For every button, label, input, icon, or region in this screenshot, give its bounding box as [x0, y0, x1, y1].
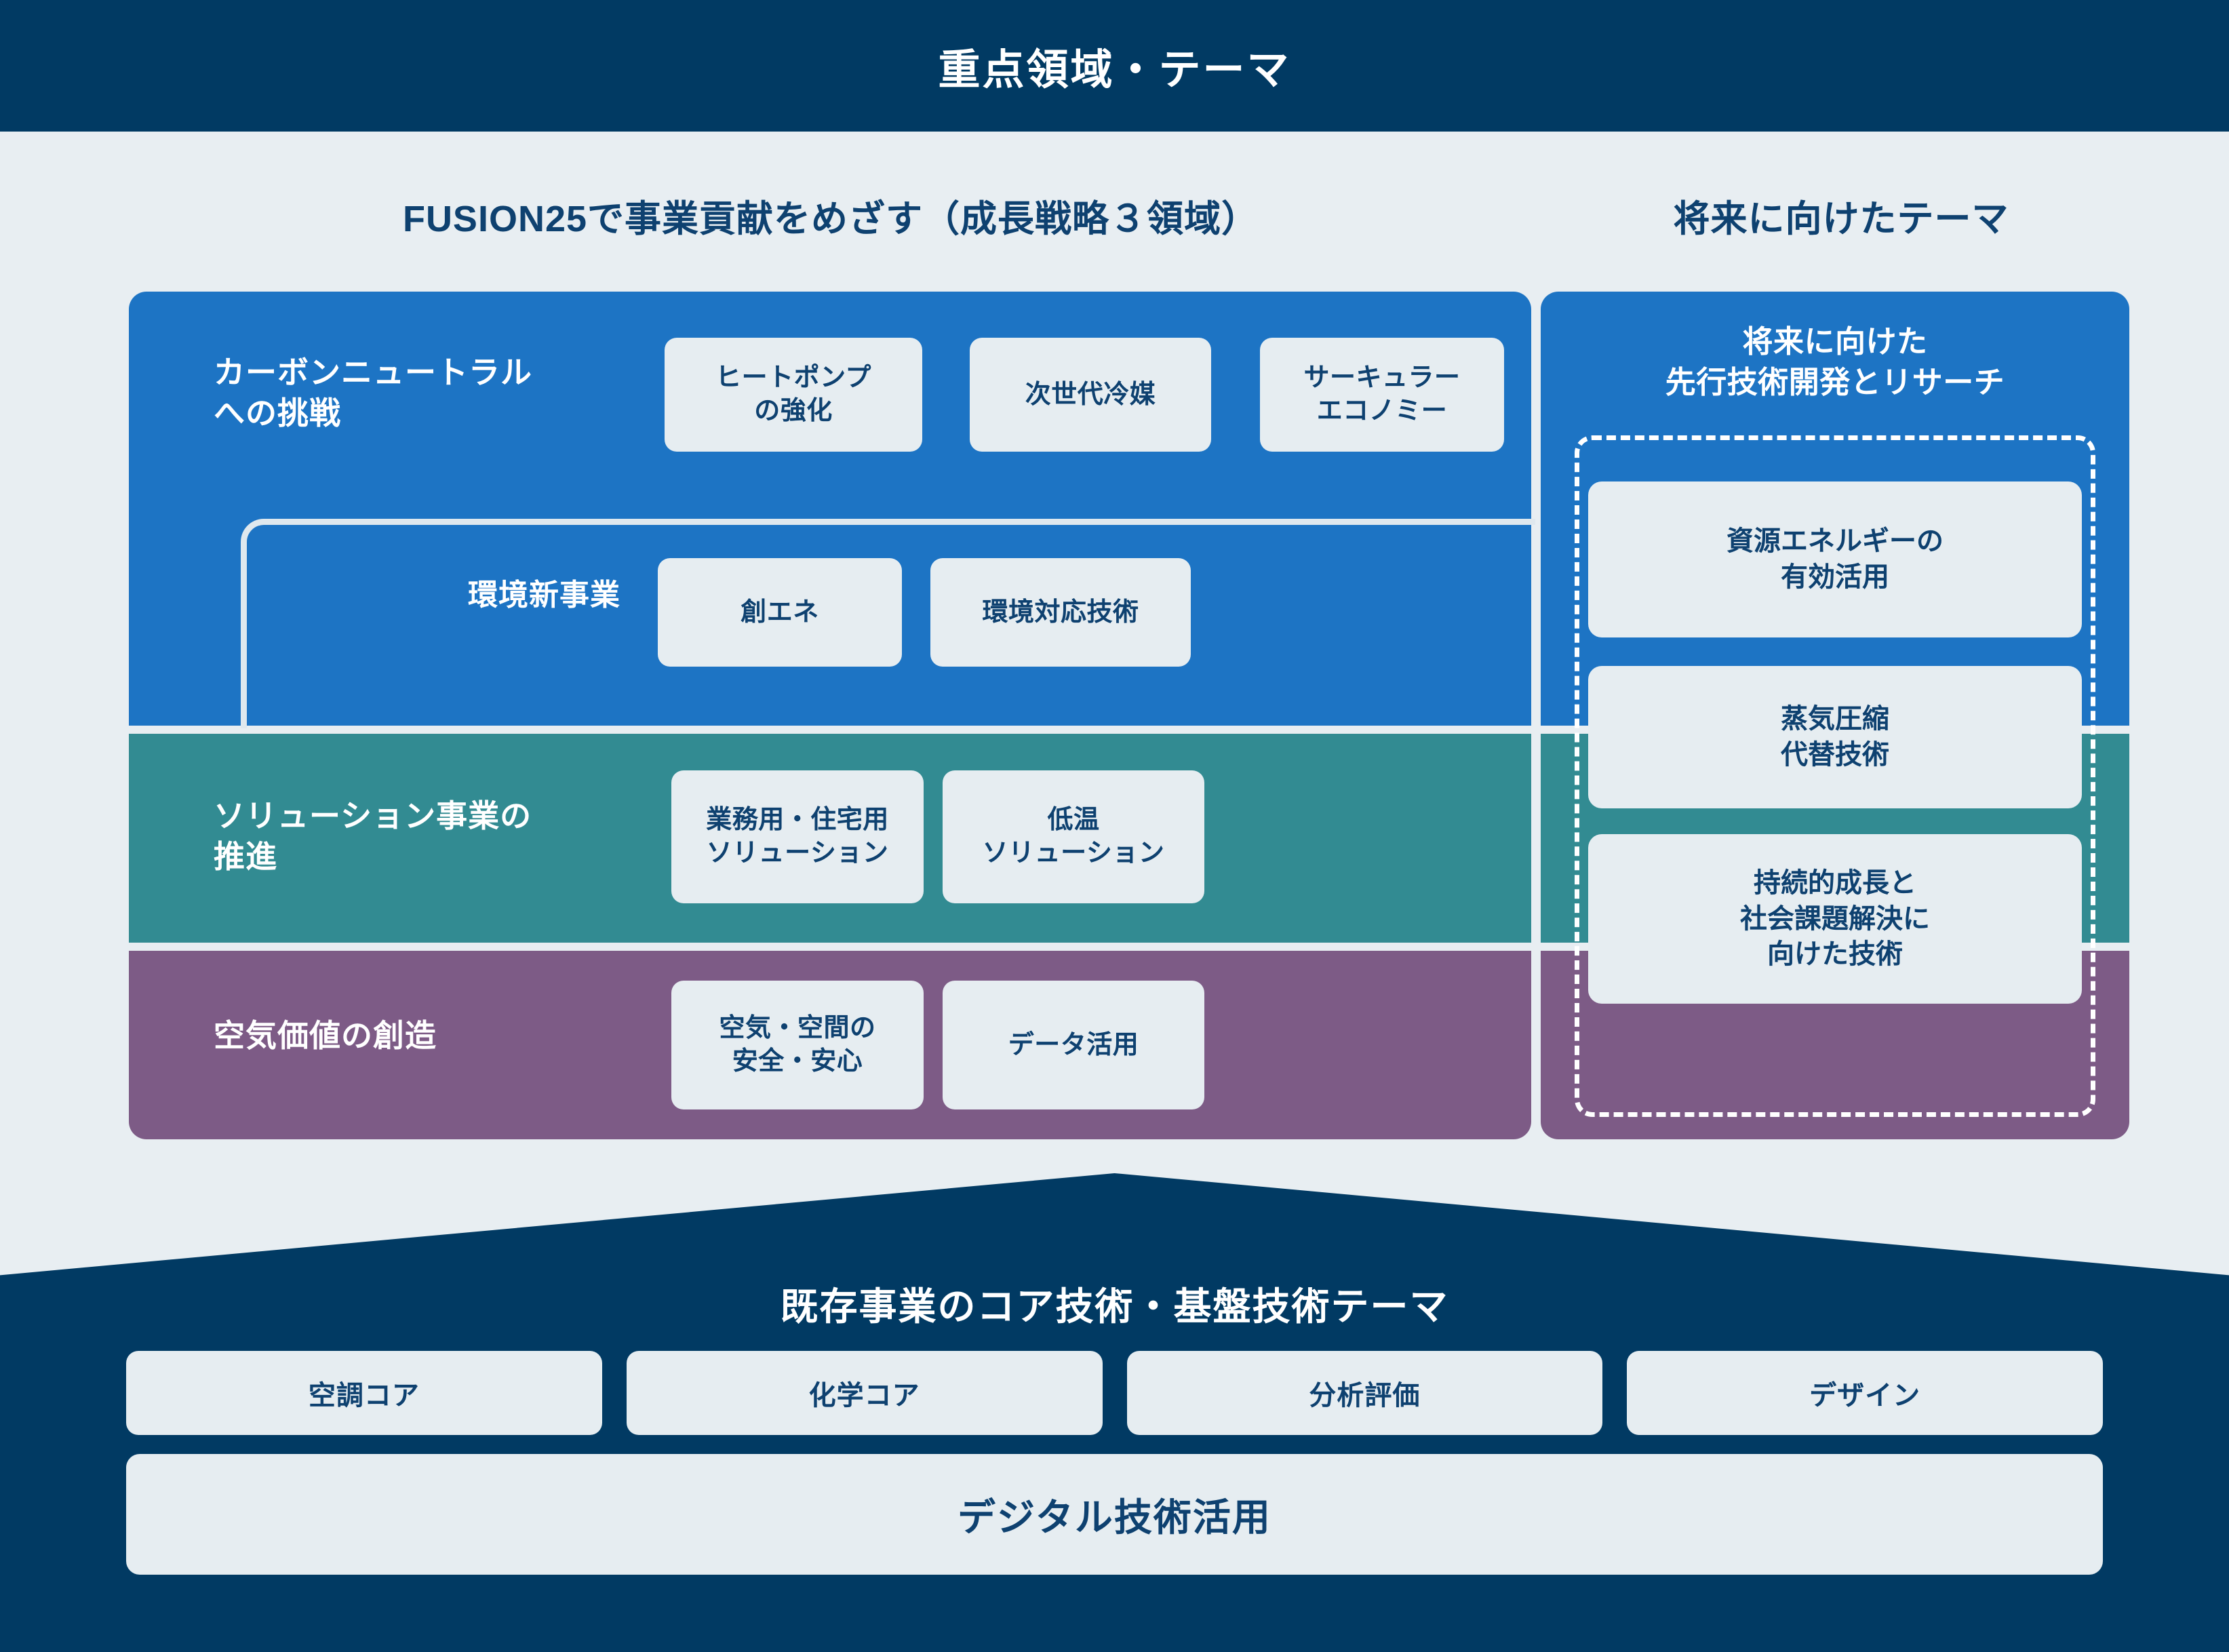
- future-card-vapor-compression[interactable]: 蒸気圧縮 代替技術: [1588, 666, 2082, 808]
- chip-energy-creation[interactable]: 創エネ: [658, 558, 902, 667]
- chip-air-conditioning-core[interactable]: 空調コア: [126, 1351, 602, 1435]
- chip-digital-technology-utilization[interactable]: デジタル技術活用: [126, 1454, 2103, 1575]
- chip-commercial-residential-line2: ソリューション: [706, 839, 889, 867]
- future-research-dashed-container: [1575, 435, 2095, 1117]
- chip-design[interactable]: デザイン: [1627, 1351, 2103, 1435]
- growth-strategy-column: カーボンニュートラル への挑戦 ヒートポンプ の強化 次世代冷媒 サーキュラー …: [129, 292, 1535, 1139]
- solution-business-label-line2: 推進: [214, 838, 277, 874]
- solution-business-label: ソリューション事業の 推進: [214, 796, 702, 878]
- future-research-title: 将来に向けた 先行技術開発とリサーチ: [1541, 321, 2129, 403]
- air-value-creation-label: 空気価値の創造: [214, 1018, 437, 1053]
- environment-bracket-line: [241, 519, 1535, 728]
- environment-new-business-label: 環境新事業: [468, 578, 620, 612]
- future-card-2-line1: 蒸気圧縮: [1781, 704, 1889, 734]
- future-card-resource-energy[interactable]: 資源エネルギーの 有効活用: [1588, 481, 2082, 637]
- right-column-subtitle: 将来に向けたテーマ: [1673, 199, 2009, 239]
- carbon-neutral-label: カーボンニュートラル への挑戦: [214, 353, 654, 434]
- chip-next-gen-refrigerant[interactable]: 次世代冷媒: [970, 338, 1211, 452]
- chip-heat-pump-line1: ヒートポンプ: [715, 363, 871, 393]
- chip-circular-economy[interactable]: サーキュラー エコノミー: [1260, 338, 1504, 452]
- chip-environmental-tech[interactable]: 環境対応技術: [930, 558, 1191, 667]
- future-themes-column: 将来に向けた 先行技術開発とリサーチ 資源エネルギーの 有効活用 蒸気圧縮 代替…: [1541, 292, 2129, 1139]
- foundation-technologies-section: 既存事業のコア技術・基盤技術テーマ 空調コア 化学コア 分析評価 デザイン デジ…: [0, 1173, 2229, 1652]
- chip-commercial-residential-solution[interactable]: 業務用・住宅用 ソリューション: [671, 770, 924, 903]
- future-research-title-line2: 先行技術開発とリサーチ: [1665, 364, 2005, 399]
- chip-air-space-safety-line2: 安全・安心: [732, 1047, 863, 1076]
- environment-new-business-group: 環境新事業 創エネ 環境対応技術: [241, 519, 1535, 728]
- chip-circular-economy-line2: エコノミー: [1316, 397, 1448, 425]
- carbon-neutral-band: カーボンニュートラル への挑戦 ヒートポンプ の強化 次世代冷媒 サーキュラー …: [129, 292, 1535, 728]
- future-card-3-line2: 社会課題解決に: [1740, 903, 1930, 934]
- chip-low-temperature-solution[interactable]: 低温 ソリューション: [943, 770, 1204, 903]
- chip-heat-pump[interactable]: ヒートポンプ の強化: [665, 338, 922, 452]
- future-card-1-line2: 有効活用: [1781, 562, 1889, 592]
- chip-chemistry-core[interactable]: 化学コア: [626, 1351, 1103, 1435]
- chip-environmental-tech-label: 環境対応技術: [982, 597, 1139, 627]
- chip-data-utilization[interactable]: データ活用: [943, 981, 1204, 1109]
- chip-low-temperature-line1: 低温: [1047, 806, 1100, 835]
- left-column-subtitle: FUSION25で事業貢献をめざす（成長戦略３領域）: [402, 199, 1259, 239]
- future-card-3-line3: 向けた技術: [1767, 939, 1903, 970]
- solution-business-label-line1: ソリューション事業の: [214, 798, 532, 833]
- chip-air-space-safety[interactable]: 空気・空間の 安全・安心: [671, 981, 924, 1109]
- foundation-title: 既存事業のコア技術・基盤技術テーマ: [780, 1285, 1449, 1328]
- chip-low-temperature-line2: ソリューション: [982, 839, 1165, 867]
- page-title: 重点領域・テーマ: [938, 47, 1291, 94]
- chip-air-space-safety-line1: 空気・空間の: [719, 1014, 876, 1043]
- chip-circular-economy-line1: サーキュラー: [1303, 363, 1461, 393]
- chip-heat-pump-line2: の強化: [754, 397, 833, 425]
- future-card-sustainable-growth[interactable]: 持続的成長と 社会課題解決に 向けた技術: [1588, 834, 2082, 1004]
- chip-energy-creation-label: 創エネ: [741, 597, 819, 627]
- chip-commercial-residential-line1: 業務用・住宅用: [706, 806, 889, 835]
- focus-areas-matrix: カーボンニュートラル への挑戦 ヒートポンプ の強化 次世代冷媒 サーキュラー …: [129, 292, 2129, 1139]
- future-research-title-line1: 将来に向けた: [1742, 324, 1928, 359]
- solution-business-band: ソリューション事業の 推進 業務用・住宅用 ソリューション 低温 ソリューション: [129, 734, 1531, 943]
- chip-analysis-evaluation[interactable]: 分析評価: [1126, 1351, 1603, 1435]
- future-card-3-line1: 持続的成長と: [1754, 867, 1916, 898]
- page-header: 重点領域・テーマ: [0, 0, 2229, 132]
- core-technology-chip-row: 空調コア 化学コア 分析評価 デザイン: [126, 1351, 2103, 1435]
- future-card-2-line2: 代替技術: [1781, 740, 1889, 770]
- future-card-1-line1: 資源エネルギーの: [1727, 526, 1944, 557]
- chip-next-gen-refrigerant-label: 次世代冷媒: [1025, 380, 1156, 409]
- chip-data-utilization-label: データ活用: [1008, 1030, 1139, 1059]
- air-value-creation-band: 空気価値の創造 空気・空間の 安全・安心 データ活用: [129, 951, 1531, 1139]
- carbon-neutral-label-line2: への挑戦: [214, 395, 341, 431]
- carbon-neutral-label-line1: カーボンニュートラル: [214, 355, 532, 390]
